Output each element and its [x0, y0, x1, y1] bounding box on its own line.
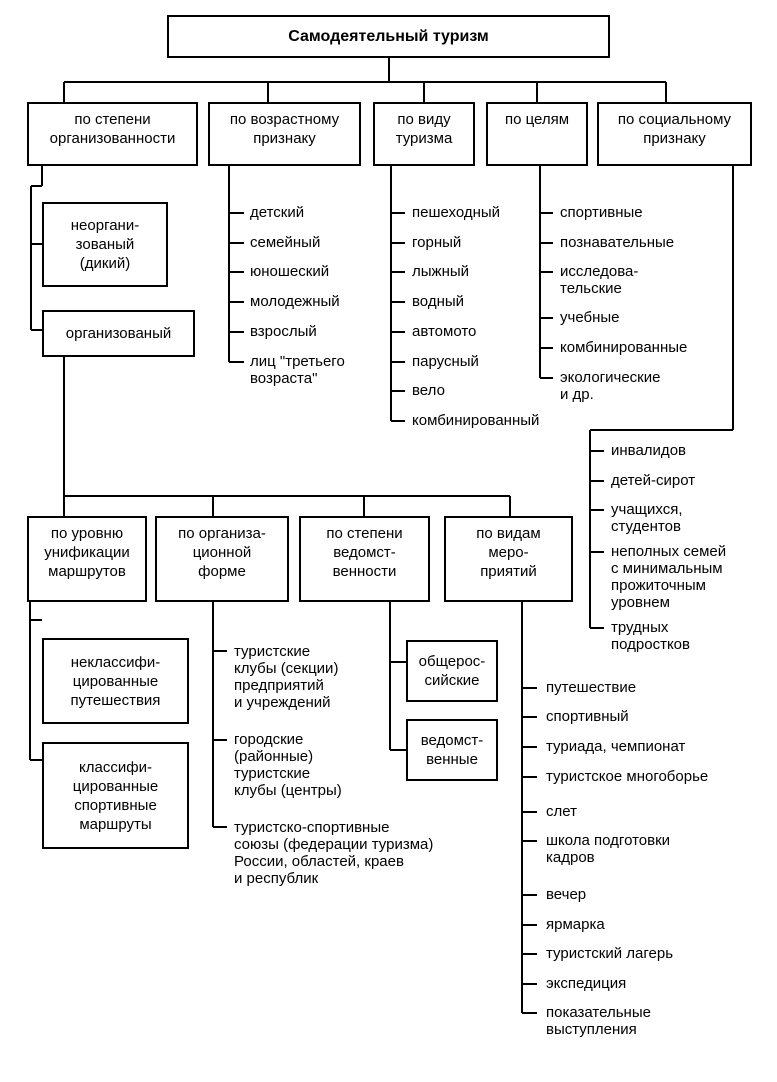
event-item: туристский лагерь [546, 945, 674, 962]
social-item: неполных семей с минимальным прожиточным… [611, 543, 727, 611]
social-item: учащихся, студентов [611, 501, 683, 535]
subcategory-unification: по уровню унификации маршрутов [27, 516, 147, 602]
event-item: ярмарка [546, 916, 605, 933]
kind-item: вело [412, 382, 445, 399]
kind-item: парусный [412, 353, 479, 370]
org-form-item: туристско-спортивные союзы (федерации ту… [234, 819, 434, 887]
subcategory-departmental: по степени ведомст- венности [299, 516, 430, 602]
age-item: юношеский [250, 263, 330, 280]
goal-item: спортивные [560, 204, 643, 221]
category-social: по социальному признаку [597, 102, 752, 166]
kind-item: пешеходный [412, 204, 501, 221]
social-item: трудных подростков [611, 619, 690, 653]
event-item: путешествие [546, 679, 637, 696]
subcategory-events: по видам меро- приятий [444, 516, 573, 602]
goal-item: учебные [560, 309, 620, 326]
goal-item: экологические и др. [560, 369, 661, 403]
kind-item: водный [412, 293, 465, 310]
org-form-item: туристские клубы (секции) предприятий и … [234, 643, 339, 711]
event-item: вечер [546, 886, 587, 903]
root-node: Самодеятельный туризм [167, 15, 610, 58]
age-item: взрослый [250, 323, 317, 340]
goal-item: познавательные [560, 234, 675, 251]
org-form-item: городские (районные) туристские клубы (ц… [234, 731, 342, 799]
kind-item: автомото [412, 323, 477, 340]
category-organization: по степени организованности [27, 102, 198, 166]
event-item: слет [546, 803, 577, 820]
goal-item: исследова- тельские [560, 263, 639, 297]
event-item: спортивный [546, 708, 629, 725]
node-unorganized: неоргани- зованый (дикий) [42, 202, 168, 287]
social-item: детей-сирот [611, 472, 696, 489]
event-item: школа подготовки кадров [546, 832, 671, 866]
subcategory-org-form: по организа- ционной форме [155, 516, 289, 602]
kind-item: горный [412, 234, 462, 251]
age-item: семейный [250, 234, 321, 251]
age-item: детский [250, 204, 305, 221]
node-departmental: ведомст- венные [406, 719, 498, 781]
event-item: показательные выступления [546, 1004, 651, 1038]
node-all-russian: общерос- сийские [406, 640, 498, 702]
node-unclassified: неклассифи- цированные путешествия [42, 638, 189, 724]
category-kind: по виду туризма [373, 102, 475, 166]
event-item: туристское многоборье [546, 768, 709, 785]
social-item: инвалидов [611, 442, 686, 459]
kind-item: комбинированный [412, 412, 540, 429]
event-item: экспедиция [546, 975, 627, 992]
node-classified: классифи- цированные спортивные маршруты [42, 742, 189, 849]
kind-item: лыжный [412, 263, 470, 280]
age-item: лиц "третьего возраста" [250, 353, 345, 387]
category-age: по возрастному признаку [208, 102, 361, 166]
category-goals: по целям [486, 102, 588, 166]
node-organized: организованый [42, 310, 195, 357]
event-item: туриада, чемпионат [546, 738, 686, 755]
age-item: молодежный [250, 293, 340, 310]
goal-item: комбинированные [560, 339, 688, 356]
